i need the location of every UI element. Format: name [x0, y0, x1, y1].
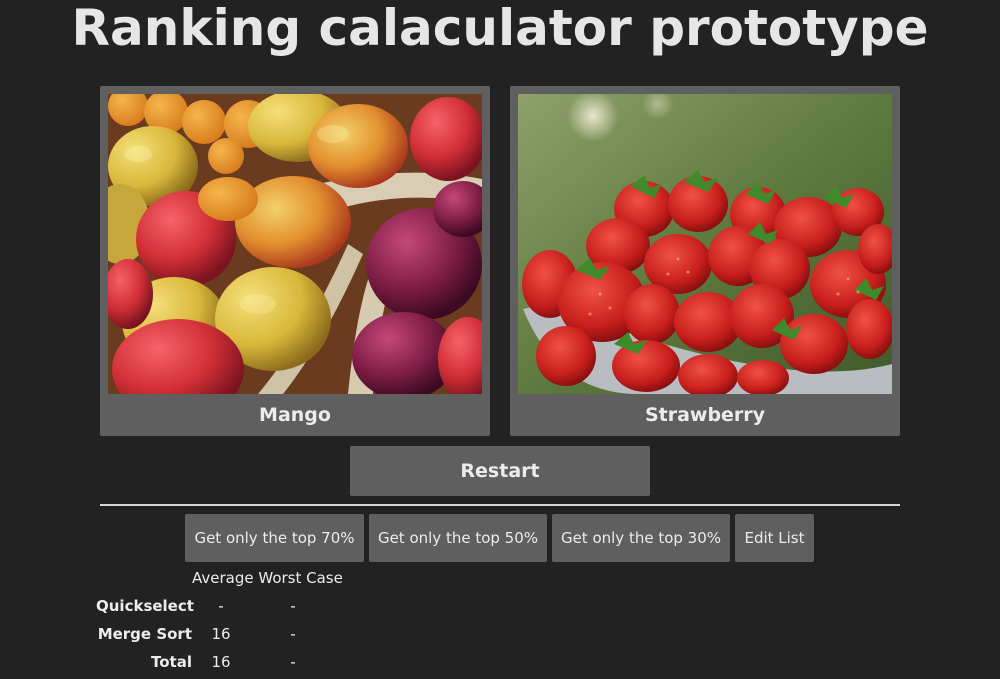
divider	[100, 504, 900, 506]
top-30-button[interactable]: Get only the top 30%	[552, 514, 730, 562]
stats-worst-cell: -	[290, 597, 296, 615]
mango-image	[108, 94, 482, 394]
strawberry-image	[518, 94, 892, 394]
stats-worst-cell: -	[290, 653, 296, 671]
stats-row-label: Quickselect	[96, 597, 194, 615]
stats-average-cell: 16	[211, 653, 231, 671]
stats-row-label: Total	[151, 653, 192, 671]
edit-list-button[interactable]: Edit List	[735, 514, 814, 562]
option-card-strawberry[interactable]: Strawberry	[510, 86, 900, 436]
stats-average-cell: 16	[211, 625, 231, 643]
stats-average-cell: -	[218, 597, 224, 615]
top-70-button[interactable]: Get only the top 70%	[185, 514, 364, 562]
top-50-button[interactable]: Get only the top 50%	[369, 514, 547, 562]
stats-row-label: Merge Sort	[97, 625, 192, 643]
option-label: Mango	[259, 404, 331, 426]
stats-worst-cell: -	[290, 625, 296, 643]
option-card-mango[interactable]: Mango	[100, 86, 490, 436]
option-label: Strawberry	[644, 404, 766, 426]
page-title: Ranking calaculator prototype	[71, 0, 929, 57]
stats-header: Average Worst Case	[192, 569, 343, 587]
restart-button[interactable]: Restart	[350, 446, 650, 496]
